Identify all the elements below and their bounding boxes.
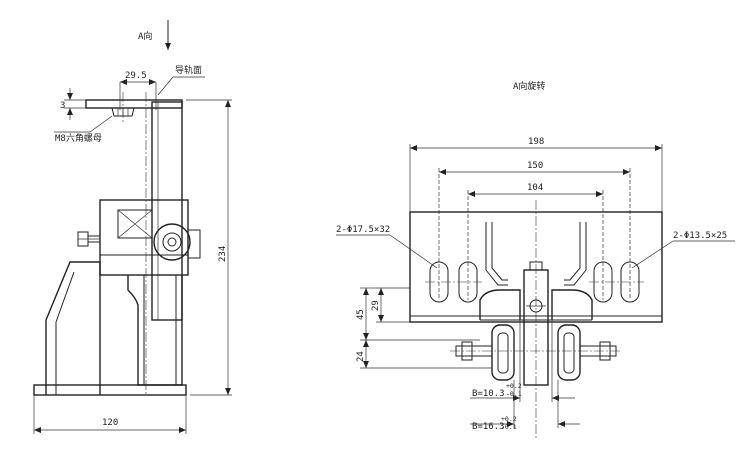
hole-right-label: 2-Φ13.5×25 bbox=[673, 231, 727, 241]
nut-leader bbox=[89, 115, 113, 133]
dim-104: 104 bbox=[527, 183, 543, 193]
rotated-view-title: A向旋转 bbox=[513, 80, 545, 92]
b2-label: B=16.3 bbox=[472, 422, 505, 432]
rail-face-label: 导轨面 bbox=[175, 64, 202, 76]
b2-tol-lower: -0.1 bbox=[501, 423, 517, 431]
dim-3: 3 bbox=[60, 101, 65, 111]
rail-face-leader-diag bbox=[157, 76, 174, 96]
side-view: A向 29.5 导轨面 3 M8六角螺母 bbox=[33, 20, 232, 434]
guide-post bbox=[151, 101, 183, 321]
dim-45: 45 bbox=[356, 309, 366, 320]
dim-120: 120 bbox=[102, 418, 118, 428]
guide-bracket bbox=[485, 222, 508, 286]
base-plate bbox=[33, 384, 187, 396]
roller-wheel bbox=[153, 223, 191, 261]
top-plate bbox=[85, 99, 183, 109]
dim-198: 198 bbox=[528, 137, 544, 147]
rotated-view: A向旋转 198 150 104 2-Φ17.5×32 2-Φ13.5×25 bbox=[336, 80, 735, 440]
support-bracket bbox=[45, 261, 101, 395]
body-inner bbox=[117, 209, 153, 239]
hole-left-label: 2-Φ17.5×32 bbox=[336, 225, 390, 235]
dim-29-5: 29.5 bbox=[125, 71, 147, 81]
nut-label: M8六角螺母 bbox=[55, 132, 102, 144]
lower-bracket bbox=[479, 289, 521, 320]
lower-slider bbox=[127, 275, 183, 386]
dim-234: 234 bbox=[218, 246, 228, 262]
dim-29: 29 bbox=[371, 300, 381, 311]
dim-150: 150 bbox=[527, 161, 543, 171]
b2-tol-upper: +0.2 bbox=[501, 415, 517, 423]
guide-bracket bbox=[564, 222, 587, 286]
m8-nut bbox=[111, 107, 135, 117]
dim-24: 24 bbox=[356, 351, 366, 362]
b1-label: B=10.3 bbox=[472, 389, 505, 399]
view-arrow-label: A向 bbox=[138, 30, 152, 42]
